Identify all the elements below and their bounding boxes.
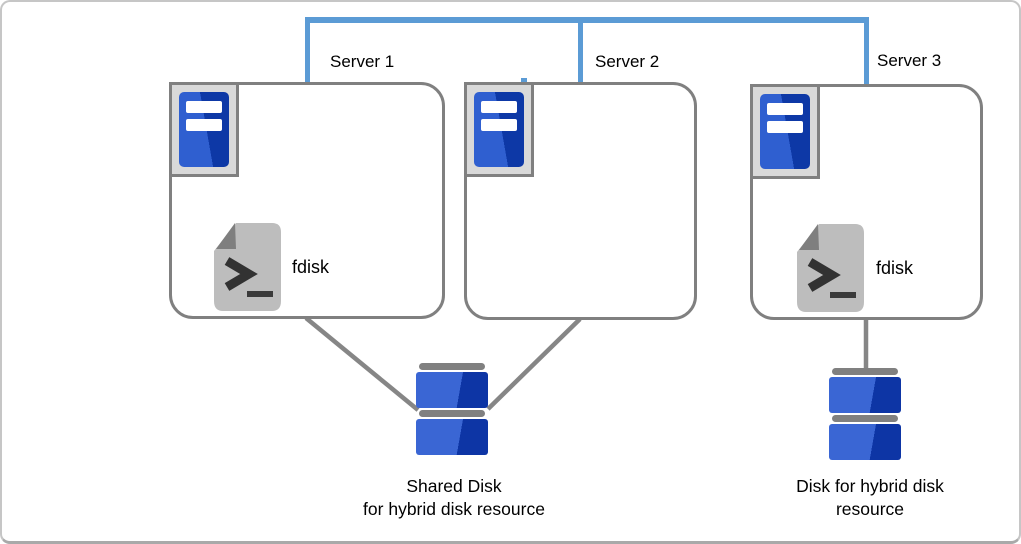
terminal-script-icon [214,223,281,311]
disk-platter [416,372,488,408]
script-page [797,224,864,312]
server2-label: Server 2 [595,52,660,71]
server-drive-bay [481,101,517,113]
network-line-drop-server2 [578,17,583,82]
shared-disk-caption-line2: for hybrid disk resource [363,499,545,519]
server-tower-body [474,92,524,167]
network-line-drop-server1 [305,17,310,82]
shared-disk-caption: Shared Disk for hybrid disk resource [363,475,545,521]
prompt-underscore [830,292,856,298]
hybrid-disk-caption: Disk for hybrid disk resource [796,475,944,521]
disk-cap [832,368,898,375]
prompt-underscore [247,291,273,297]
disk-cap [419,410,485,417]
server-tower-icon [464,82,534,177]
server-tower-body [179,92,229,167]
script-page-fold [799,224,819,250]
server-drive-bay [481,119,517,131]
script-page [214,223,281,311]
disk-cap [832,415,898,422]
shared-disk-caption-line1: Shared Disk [406,476,502,496]
server-tower-icon [169,82,239,177]
server-drive-bay [767,103,803,115]
network-line-stub [521,78,527,84]
script-page-fold [216,223,236,249]
server1-label: Server 1 [330,52,395,71]
server-drive-bay [186,119,222,131]
disk-cap [419,363,485,370]
hybrid-disk-caption-line1: Disk for hybrid disk [796,476,944,496]
terminal-script-icon [797,224,864,312]
server3-label: Server 3 [877,51,942,70]
network-line-horizontal [305,17,869,23]
network-line-drop-server3 [864,17,869,84]
disk-platter [416,419,488,455]
connector-server1-shared-disk [304,316,420,412]
disk-platter [829,424,901,460]
server-drive-bay [186,101,222,113]
prompt-chevron [224,257,258,291]
server-tower-body [760,94,810,169]
connector-server2-shared-disk [486,317,582,411]
server3-fdisk-label: fdisk [876,258,914,278]
server1-fdisk-label: fdisk [292,257,330,277]
hybrid-disk-caption-line2: resource [835,499,905,519]
server-tower-icon [750,84,820,179]
disk-platter [829,377,901,413]
prompt-chevron [807,258,841,292]
server-drive-bay [767,121,803,133]
